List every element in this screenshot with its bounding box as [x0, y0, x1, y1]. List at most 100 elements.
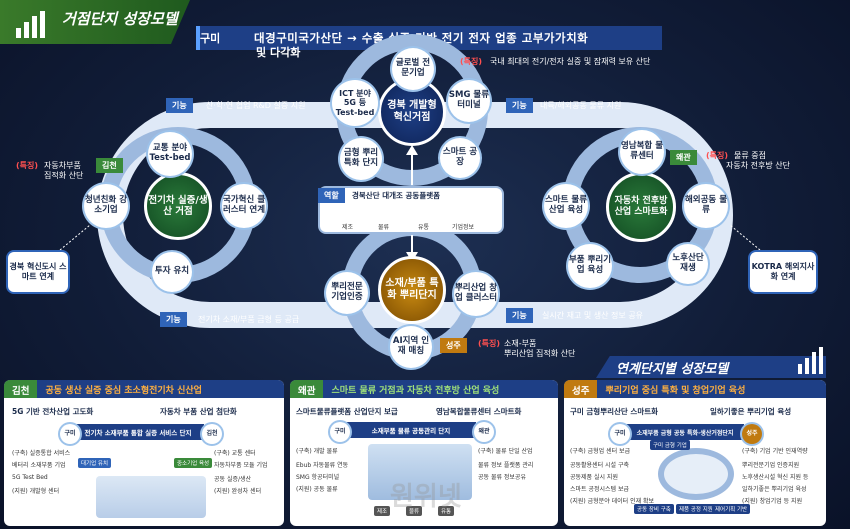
panel-gimcheon-core: 전기차 소재부품 통합 실증 서비스 단지: [72, 424, 204, 440]
panel-seongju-core: 소재부품 금형 공동 특화·생산거점단지: [626, 424, 744, 440]
section2-bar-icon: [798, 347, 823, 374]
arrow-up-head: [406, 145, 418, 155]
node-cluster: 국가혁신 클러스터 연계: [222, 184, 266, 228]
node-parts: 부품 뿌리기업 육성: [568, 244, 612, 288]
panel-waegwan-row5: (구축) 물류 단일 산업: [478, 448, 533, 455]
center-item-3: 유통: [418, 224, 430, 231]
panel-gimcheon-node1: 구미: [60, 424, 80, 444]
panel-gimcheon-chip2: 중소기업 육성: [174, 458, 213, 468]
panel-gimcheon-row6: 자동차부품 모듈 기업: [214, 462, 268, 469]
panel-seongju-header: 성주 뿌리기업 중심 특화 및 창업기업 육성: [564, 380, 826, 398]
panel-seongju-sub1: 구미 금형뿌리산단 스마트화: [570, 407, 659, 416]
panel-waegwan-chip1: 제조: [374, 506, 391, 516]
left-external-connector: [59, 224, 91, 251]
gimcheon-feature-label: (특징): [16, 161, 39, 170]
panel-waegwan-illustration: [368, 444, 472, 500]
panel-seongju-row1: (구축) 금형업 센터 보급: [570, 448, 631, 455]
panel-waegwan-title: 스마트 물류 거점과 자동차 전후방 산업 육성: [331, 386, 500, 396]
function-tag-1: 기능: [166, 98, 193, 113]
panel-waegwan-node2: 왜관: [474, 422, 494, 442]
panel-seongju-cycle: [658, 448, 734, 500]
gumi-feature: 국내 최대의 전기/전자 실증 및 잠재력 보유 산단: [490, 57, 651, 66]
function-text-4: 실시간 재고 및 생산 정보 공유: [542, 311, 644, 320]
panel-seongju: 성주 뿌리기업 중심 특화 및 창업기업 육성 구미 금형뿌리산단 스마트화 일…: [564, 380, 826, 526]
panel-gimcheon-header: 김천 공동 생산 실증 중심 초소형전기차 신산업: [4, 380, 284, 398]
node-traffic: 교통 분야 Test-bed: [148, 132, 192, 176]
right-external-connector: [729, 224, 761, 251]
panel-waegwan-chip3: 유통: [438, 506, 455, 516]
panel-seongju-row8: 노후생산시설 혁신 지원 등: [742, 474, 809, 481]
panel-seongju-row5: (지원) 금형분야 데이터 인재 확보: [570, 498, 655, 505]
center-platform-title: 경북산단 대개조 공동플랫폼: [352, 191, 441, 200]
panel-seongju-row2: 공동활용센터 시설 구축: [570, 462, 630, 469]
panel-waegwan-sub2: 영남복합물류센터 스마트화: [436, 407, 522, 416]
panel-waegwan-node1: 구미: [330, 422, 350, 442]
panel-waegwan-row6: 물류 정보 플랫폼 관리: [478, 462, 534, 469]
panel-seongju-row9: 일하기좋은 뿌리기업 육성: [742, 486, 807, 493]
node-youth: 청년친화 강소기업: [84, 184, 128, 228]
node-ai: AI지역 인재 매칭: [390, 326, 432, 368]
center-platform: [318, 186, 504, 234]
panel-gimcheon-illustration: [96, 476, 206, 518]
bar-chart-icon: [16, 11, 45, 38]
center-role-tag: 역할: [318, 188, 345, 203]
panel-seongju-row6: (구축) 기업 기반 인재역량: [742, 448, 808, 455]
section2-title: 연계단지별 성장모델: [616, 362, 729, 377]
panel-gimcheon-row7: 공동 실증/생산: [214, 476, 252, 483]
panel-waegwan: 왜관 스마트 물류 거점과 자동차 전후방 산업 육성 스마트물류플랫폼 산업단…: [290, 380, 558, 526]
external-right: KOTRA 해외지사화 연계: [748, 250, 818, 294]
panel-waegwan-chip2: 물류: [406, 506, 423, 516]
node-ict: ICT 분야 5G 등 Test-bed: [332, 80, 378, 126]
page-title: 거점단지 성장모델: [62, 10, 178, 28]
external-left: 경북 혁신도시 스마트 연계: [6, 250, 70, 294]
function-text-1: 산·학·연 협업 R&D 실증 지원: [206, 101, 306, 110]
panel-waegwan-row3: SMG 항공터미널: [296, 474, 340, 481]
gimcheon-tag: 김천: [96, 158, 123, 173]
panel-seongju-chip3: 제품 공정 지원: [676, 504, 716, 514]
node-global: 글로벌 전문기업: [392, 48, 434, 90]
gumi-feature-label: (특징): [460, 57, 483, 66]
panel-seongju-node1: 구미: [610, 424, 630, 444]
panel-gimcheon: 김천 공동 생산 실증 중심 초소형전기차 신산업 5G 기반 전차산업 고도화…: [4, 380, 284, 526]
panel-gimcheon-title: 공동 생산 실증 중심 초소형전기차 신산업: [45, 386, 202, 396]
node-rootcert: 뿌리전문 기업인증: [326, 272, 368, 314]
center-item-1: 제조: [342, 224, 354, 231]
panel-waegwan-tag: 왜관: [290, 380, 324, 398]
panel-gimcheon-row8: (지원) 완성차 센터: [214, 488, 262, 495]
header-line2: 및 다각화: [256, 46, 301, 59]
waegwan-feature-a: 물류 중점: [734, 151, 766, 160]
panel-seongju-chip4: 제어기획 기반: [712, 504, 751, 514]
gimcheon-feature-b: 집적화 산단: [44, 171, 84, 180]
panel-waegwan-core: 소재부품 물류 공동관리 단지: [346, 422, 476, 438]
panel-seongju-row10: (지원) 창업기업 등 지원: [742, 498, 803, 505]
gimcheon-feature-a: 자동차부품: [44, 161, 81, 170]
node-smg: SMG 물류 터미널: [448, 80, 490, 122]
node-smartlogi: 스마트 물류산업 육성: [544, 184, 588, 228]
node-smartfactory: 스마트 공장: [440, 138, 480, 178]
seongju-feature-label: (특징): [478, 339, 501, 348]
panel-seongju-node2: 성주: [742, 424, 762, 444]
center-item-4: 기업정보: [452, 224, 475, 231]
panel-gimcheon-sub1: 5G 기반 전차산업 고도화: [12, 407, 94, 416]
panel-seongju-chip2: 공동 장비 구축: [634, 504, 674, 514]
function-text-2: 내륙/해외공동 물류 지원: [540, 101, 622, 110]
hub-ev: 전기차 실증/생산 거점: [144, 172, 212, 240]
panel-gimcheon-row4: (지원) 개발형 센터: [12, 488, 60, 495]
seongju-feature-a: 소재-부품: [504, 339, 537, 348]
panel-seongju-row7: 뿌리전문기업 인증지원: [742, 462, 800, 469]
panel-waegwan-row1: (구축) 개발 물류: [296, 448, 338, 455]
title-banner: [0, 0, 190, 44]
node-yeongnam: 영남복합 물류센터: [620, 130, 664, 174]
hub-auto: 자동차 전후방 산업 스마트화: [606, 172, 676, 242]
node-mold: 금형 뿌리특화 단지: [340, 138, 382, 180]
node-invest: 투자 유치: [152, 252, 192, 292]
watermark: 원위넷: [390, 482, 462, 512]
panel-waegwan-sub1: 스마트물류플랫폼 산업단지 보급: [296, 407, 398, 416]
hub-material: 소재/부품 특화 뿌리단지: [378, 256, 446, 324]
node-overseas: 해외공동 물류: [684, 184, 728, 228]
panel-waegwan-header: 왜관 스마트 물류 거점과 자동차 전후방 산업 육성: [290, 380, 558, 398]
waegwan-tag: 왜관: [670, 150, 697, 165]
panel-gimcheon-row3: 5G Test Bed: [12, 474, 48, 481]
function-tag-2: 기능: [506, 98, 533, 113]
